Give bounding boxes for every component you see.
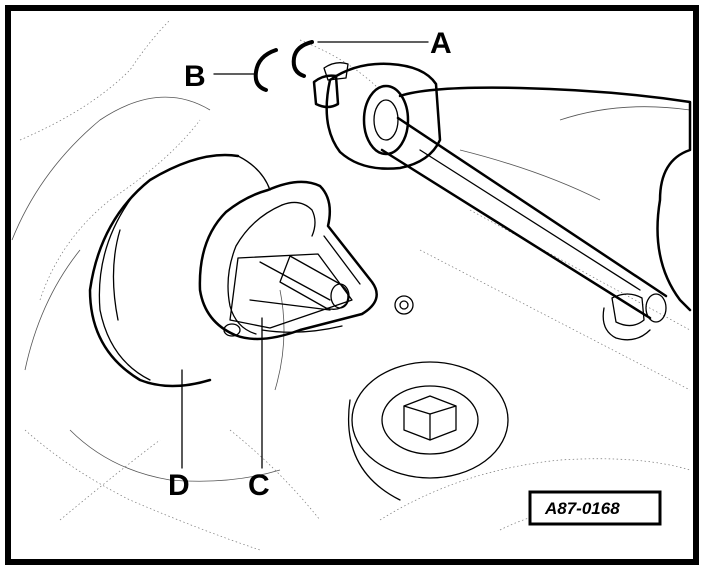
tool-shaft [380, 86, 692, 323]
circlip-parts [253, 40, 314, 92]
callout-d: D [168, 469, 190, 502]
callout-b: B [184, 60, 206, 93]
background-texture [11, 19, 691, 551]
figure-frame [5, 5, 699, 565]
part-d-body [88, 153, 271, 388]
callout-c: C [248, 469, 270, 502]
callout-a: A [430, 27, 452, 60]
socket-assembly [312, 62, 442, 170]
floor-bolts [347, 293, 651, 501]
cone-holder [198, 180, 378, 341]
leader-lines [181, 41, 429, 469]
figure-code-box: A87-0168 [528, 490, 662, 526]
figure-code: A87-0168 [544, 499, 620, 518]
